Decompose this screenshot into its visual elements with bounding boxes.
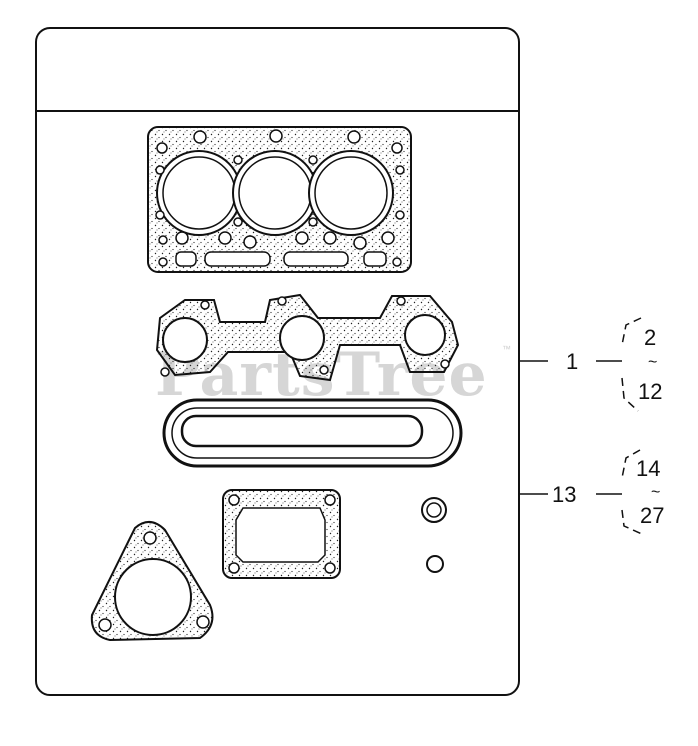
callout-1-ref: 1 <box>566 349 578 374</box>
callout-13-range-to: 27 <box>640 503 664 528</box>
callout-1-range-from: 2 <box>644 325 656 350</box>
callout-1-range-to: 12 <box>638 379 662 404</box>
triangle-flange-gasket <box>90 521 214 642</box>
callout-1-range-sep: ~ <box>648 354 657 371</box>
rocker-cover-seal <box>162 398 463 468</box>
callout-13-range-sep: ~ <box>651 484 660 501</box>
manifold-gasket <box>155 293 460 382</box>
callout-13: 13 14 ~ 27 <box>519 449 664 535</box>
watermark-trademark: ™ <box>502 344 511 354</box>
cylinder-head-gasket <box>147 126 412 273</box>
callout-1: 1 2 ~ 12 <box>519 317 662 412</box>
callout-13-range-from: 14 <box>636 456 660 481</box>
callout-13-ref: 13 <box>552 482 576 507</box>
o-ring <box>426 555 444 573</box>
flange-gasket <box>222 489 341 579</box>
washer <box>421 497 447 523</box>
